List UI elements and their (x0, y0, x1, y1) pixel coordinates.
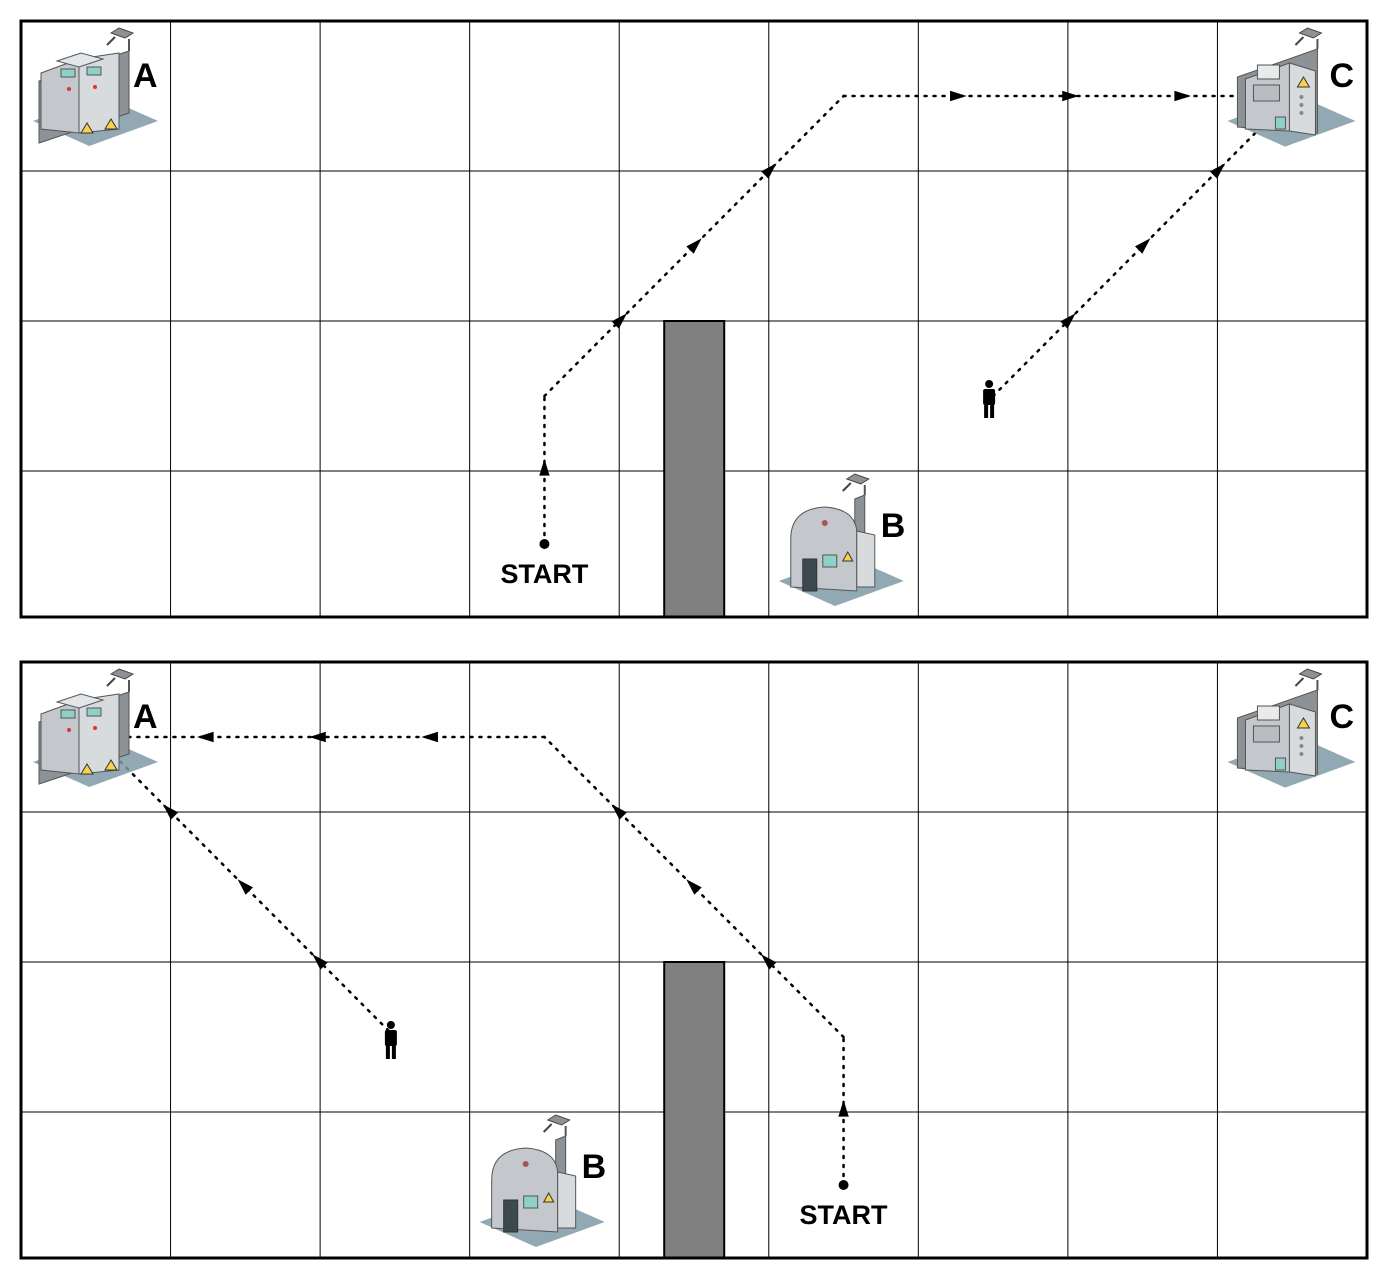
station-c: C (1227, 27, 1356, 147)
panel-top: A C B START (19, 19, 1369, 619)
vending-terminal-icon (1227, 668, 1356, 788)
arrow-head (686, 879, 702, 895)
arrow-head (162, 804, 179, 820)
panel-bottom: A C B START (19, 660, 1369, 1260)
arrow-head (1134, 238, 1151, 254)
route-start-to-c (539, 90, 1294, 546)
control-cabinet-icon (33, 668, 158, 787)
station-label: B (582, 1148, 607, 1186)
arrow-head (838, 1100, 849, 1117)
vending-terminal-icon (1227, 27, 1356, 147)
grid (21, 21, 1367, 617)
panel-border (19, 19, 1369, 619)
station-label: C (1329, 57, 1354, 95)
arrow-head (237, 879, 254, 895)
arrow-head (1062, 90, 1079, 102)
route-start-to-a (94, 731, 849, 1187)
arrow-head (1060, 313, 1076, 329)
start-label: START (800, 1200, 888, 1230)
station-label: B (881, 507, 906, 545)
start-dot (838, 1180, 849, 1190)
arrow-head (309, 731, 326, 743)
arrow-head (539, 459, 550, 476)
path-segment (543, 94, 845, 398)
start-label: START (500, 559, 588, 589)
wall-obstacle (663, 320, 726, 618)
station-b: B (479, 1114, 607, 1247)
start-marker: START (500, 539, 589, 589)
arrow-head (1209, 163, 1226, 179)
path-segment (543, 735, 845, 1039)
arrow-head (761, 163, 777, 179)
arrow-head (312, 954, 328, 970)
person-icon (384, 1021, 397, 1059)
station-c: C (1227, 668, 1356, 788)
station-b: B (778, 473, 906, 606)
wall-obstacle (663, 961, 726, 1259)
station-label: C (1329, 698, 1354, 736)
arrow-head (686, 238, 702, 254)
arrow-head (950, 90, 967, 102)
start-dot (539, 539, 550, 549)
arrow-head (611, 313, 627, 329)
arched-kiosk-icon (778, 473, 904, 606)
panel-border (19, 660, 1369, 1260)
arrow-head (196, 731, 214, 743)
arrow-head (611, 804, 627, 820)
control-cabinet-icon (33, 27, 158, 146)
arched-kiosk-icon (479, 1114, 605, 1247)
route-person-to-c (991, 94, 1294, 398)
path-segment (94, 735, 397, 1039)
start-marker: START (800, 1180, 888, 1230)
path-segment (991, 94, 1294, 398)
station-label: A (133, 57, 158, 95)
arrow-head (761, 954, 777, 970)
arrow-head (421, 731, 438, 743)
route-person-to-a (94, 735, 397, 1039)
station-a: A (33, 27, 158, 146)
arrow-head (1174, 90, 1192, 102)
station-a: A (33, 668, 158, 787)
station-label: A (133, 698, 158, 736)
person-icon (983, 380, 996, 418)
